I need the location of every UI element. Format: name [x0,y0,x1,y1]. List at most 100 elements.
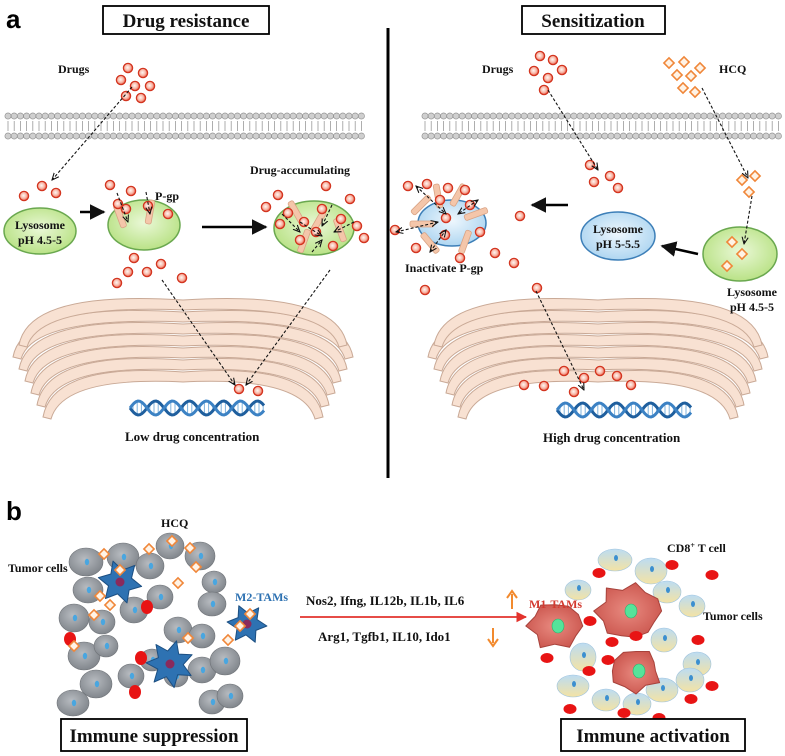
tumor-nucleus [158,593,164,601]
hcq-molecule [743,186,755,198]
label-pgp: P-gp [155,189,179,203]
red-blood-cell [617,708,631,718]
lipid-head [750,132,757,140]
lipid-head [657,112,664,120]
lipid-head [140,112,148,120]
lipid-head [289,112,297,120]
lipid-head [731,112,739,120]
lipid-head [351,132,359,140]
tumor-nucleus [94,680,100,688]
lipid-head [458,132,466,140]
tumor-nucleus [582,652,586,658]
drug-molecule [538,380,550,392]
lipid-head [85,112,92,120]
lipid-head [153,132,161,140]
hcq-molecule [143,543,155,555]
lipid-head [539,112,547,120]
tumor-nucleus [200,666,206,674]
lipid-head [35,112,43,120]
lipid-head [576,112,584,120]
tumor-nucleus [100,618,106,626]
lipid-head [277,112,285,120]
lipid-head [440,132,447,140]
red-blood-cell [582,666,596,676]
lipid-head [246,112,254,120]
lipid-head [458,112,466,120]
label-immune-activation: Immune activation [576,726,730,747]
lipid-head [314,132,322,140]
macrophage-nucleus [115,577,125,587]
lipid-head [613,112,621,120]
drug-molecule [625,379,637,391]
label-ph-left: pH 4.5-5 [18,233,62,247]
transport-arrow [535,290,584,390]
label-cd8-t-cell: CD8+ T cell [667,541,726,556]
tumor-nucleus [121,553,127,561]
transport-arrows-left [52,86,355,385]
lipid-head [483,132,491,140]
lipid-head [545,132,553,140]
lipid-head [233,112,241,120]
lipid-head [651,132,658,140]
lipid-head [514,132,522,140]
transport-arrow [334,221,355,232]
title-sensitization: Sensitization [541,11,645,32]
lipid-head [613,132,621,140]
tumor-nucleus [210,698,216,706]
lipid-head [29,132,37,140]
drug-molecule [474,226,486,238]
lipid-head [54,132,61,140]
hcq-molecule [677,82,689,94]
lipid-head [620,112,627,120]
lipid-head [471,112,478,120]
lipid-head [737,132,745,140]
lipid-head [209,132,216,140]
hcq-molecule [671,69,683,81]
lipid-head [601,112,609,120]
lipid-head [221,132,229,140]
lipid-head [171,112,179,120]
lipid-head [60,132,68,140]
hcq-molecule [663,57,675,69]
lipid-head [421,112,429,120]
lysosome-left-acidic: Lysosome pH 4.5-5 [3,207,77,255]
lipid-head [756,132,764,140]
label-low-drug-concentration: Low drug concentration [125,429,260,444]
hcq-molecule [222,634,234,646]
tumor-nucleus [223,657,229,665]
lipid-head [669,132,677,140]
er-cisterna [439,333,757,384]
lipid-head [326,132,334,140]
lipid-head [357,132,365,140]
dna-strand [555,401,693,419]
lipid-head [632,112,640,120]
lipid-head [79,112,86,120]
label-hcq-b: HCQ [161,516,188,530]
lipid-head [768,132,776,140]
lipid-head [682,112,689,120]
red-blood-cell [583,616,597,626]
tumor-nucleus [691,601,695,607]
drug-molecule [542,72,554,84]
lipid-head [351,112,359,120]
lipid-head [271,112,278,120]
drug-molecule [122,62,134,74]
lipid-head [277,132,285,140]
lipid-head [514,112,522,120]
lipid-head [694,132,702,140]
tumor-nucleus [663,635,667,641]
drug-molecule [464,199,476,211]
lipid-head [171,132,179,140]
lipid-head [421,132,429,140]
tumor-nucleus [577,585,581,591]
lipid-head [725,112,733,120]
drug-molecule [252,385,264,397]
label-ph-mid: pH 5-5.5 [596,237,640,251]
lipid-head [345,112,353,120]
lipid-head [601,132,609,140]
transport-arrow [161,279,235,385]
er-cisterna [36,357,330,408]
lipid-head [669,112,677,120]
label-hcq-right: HCQ [719,62,746,76]
lipid-head [675,112,683,120]
